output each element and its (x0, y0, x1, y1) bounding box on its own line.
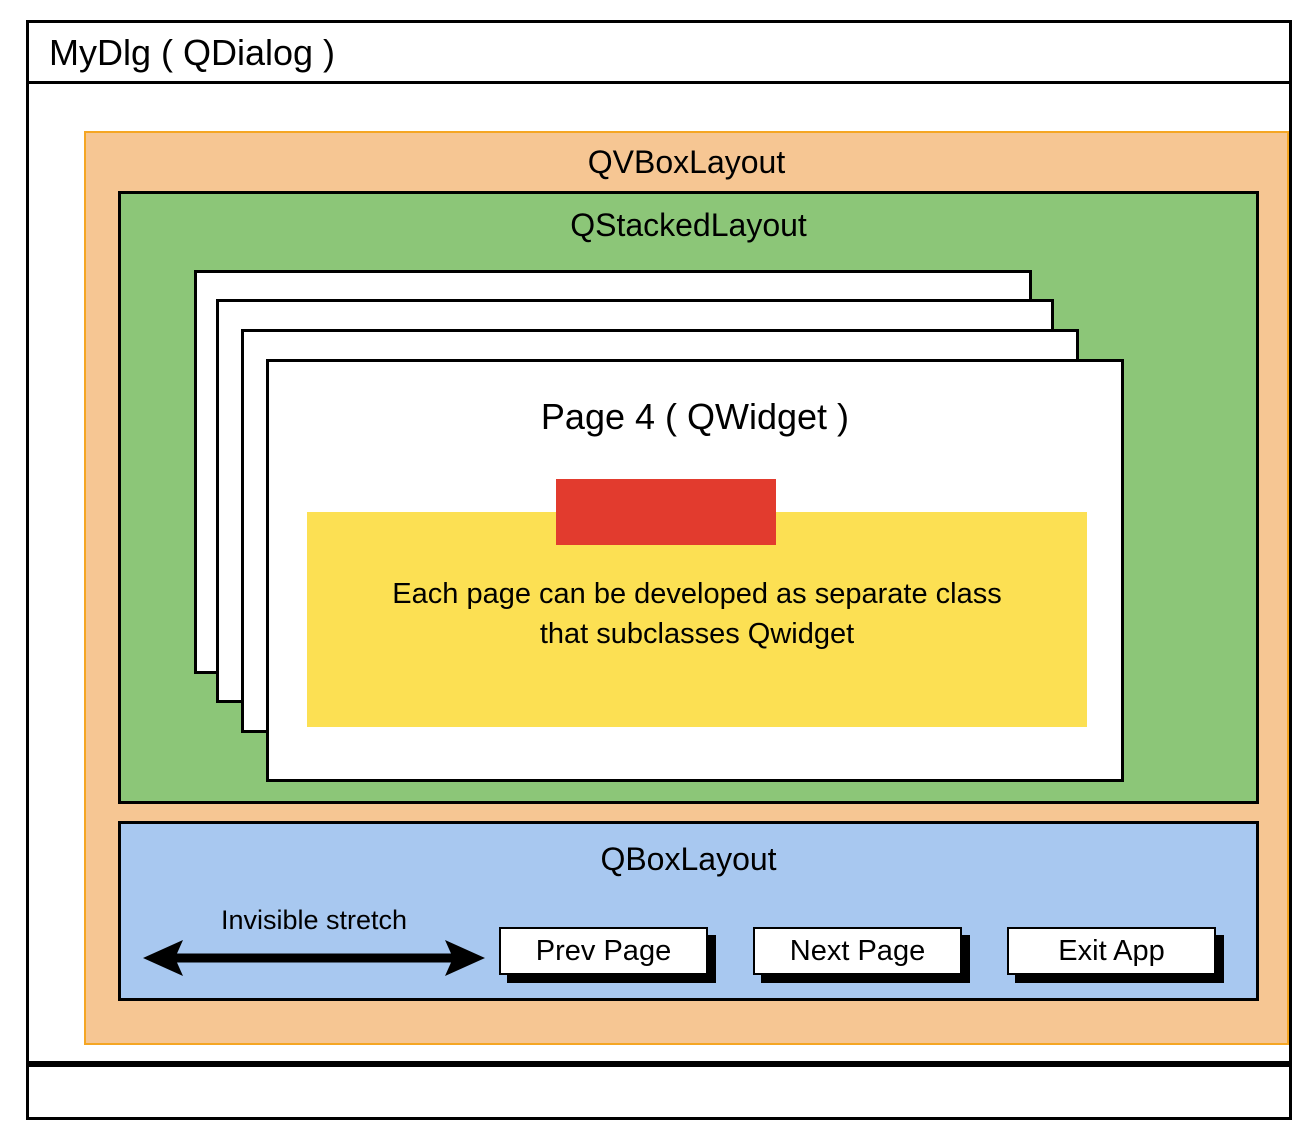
qstackedlayout-container: QStackedLayout Page 4 ( QWidget ) (118, 191, 1259, 804)
qstackedlayout-label: QStackedLayout (570, 207, 807, 243)
invisible-stretch-group: Invisible stretch (139, 904, 489, 984)
page-note-box: Each page can be developed as separate c… (307, 512, 1087, 727)
invisible-stretch-label: Invisible stretch (220, 905, 408, 935)
dialog-titlebar: MyDlg ( QDialog ) (29, 23, 1289, 84)
bottom-empty-strip (26, 1064, 1292, 1120)
page-card-4-title: Page 4 ( QWidget ) (540, 396, 850, 437)
double-arrow-icon (143, 940, 485, 976)
next-page-button[interactable]: Next Page (753, 927, 962, 975)
prev-page-button[interactable]: Prev Page (499, 927, 708, 975)
stacked-page-card-4[interactable]: Page 4 ( QWidget ) Each page can be deve… (266, 359, 1124, 782)
qvboxlayout-container: QVBoxLayout QStackedLayout Page (84, 131, 1289, 1045)
exit-app-button[interactable]: Exit App (1007, 927, 1216, 975)
qvboxlayout-label: QVBoxLayout (587, 144, 786, 180)
page-note-text: Each page can be developed as separate c… (392, 578, 1002, 650)
dialog-title: MyDlg ( QDialog ) (49, 32, 336, 73)
page-red-widget-block (556, 479, 776, 545)
dialog-frame: MyDlg ( QDialog ) QVBoxLayout QStackedLa… (26, 20, 1292, 1064)
qboxlayout-label: QBoxLayout (600, 841, 777, 877)
qboxlayout-container: QBoxLayout Invisible stretch Prev Page N… (118, 821, 1259, 1001)
